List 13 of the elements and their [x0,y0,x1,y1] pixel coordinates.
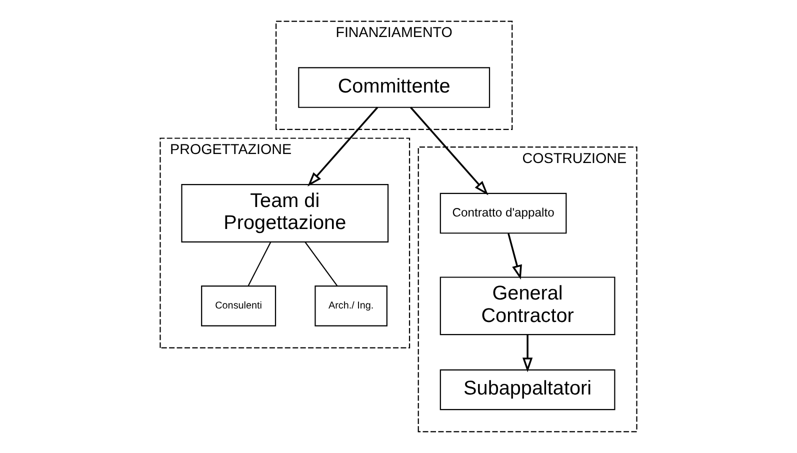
connector [304,242,338,286]
node-box: Team di Progettazione [181,184,389,242]
node-box: Contratto d'appalto [440,192,567,234]
node-box: Consulenti [201,286,276,326]
node-box: General Contractor [440,276,616,336]
node-box: Arch./ Ing. [314,286,388,326]
arrow [522,334,533,372]
connector [248,242,272,286]
node-box: Subappaltatori [440,369,616,410]
arrow [508,233,522,280]
arrow [410,106,488,196]
node-box: Committente [298,67,490,108]
arrow [308,106,378,186]
